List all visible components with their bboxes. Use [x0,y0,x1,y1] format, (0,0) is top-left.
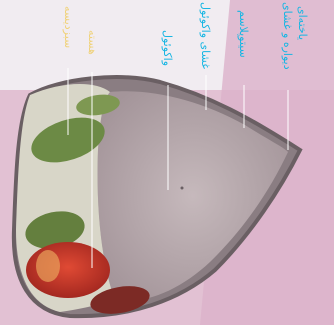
label-nucleus: هسته [86,30,99,55]
vacuole-speck [181,187,184,190]
nucleus-halo [36,250,60,282]
label-chloroplast: سبزديسه [62,6,75,48]
label-cell-wall-line2: ياخته‌ای [296,6,309,40]
label-vacuole: واکوئول [161,30,174,66]
label-cell-wall-line1: ديواره و غشای [281,2,294,70]
label-cytoplasm: سيتوپلاسم [237,10,250,58]
label-vacuole-membrane: غشای واکوئول [199,2,212,69]
